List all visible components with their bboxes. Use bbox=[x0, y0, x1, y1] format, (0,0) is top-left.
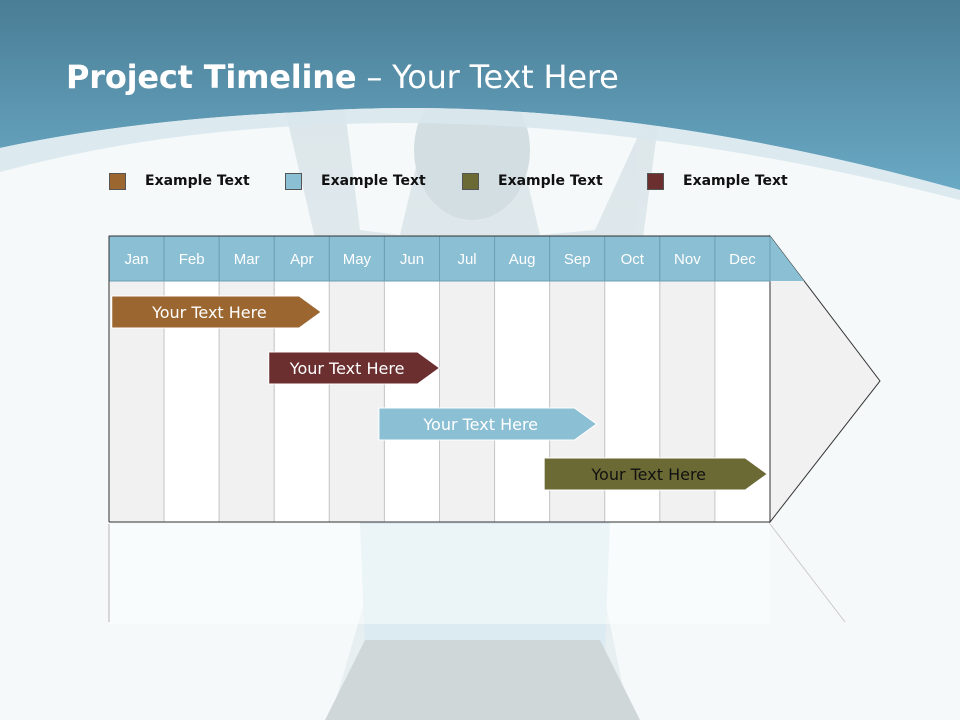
month-label: Dec bbox=[729, 251, 756, 268]
month-label: Nov bbox=[674, 251, 701, 268]
month-column bbox=[494, 280, 551, 523]
legend-label: Example Text bbox=[321, 173, 426, 189]
arrow-tip-header bbox=[770, 236, 805, 281]
legend-label: Example Text bbox=[145, 173, 250, 189]
legend-item: Example Text bbox=[462, 170, 603, 192]
month-label: Aug bbox=[509, 251, 536, 268]
task-bar: Your Text Here bbox=[268, 351, 441, 385]
month-header-cell bbox=[218, 235, 275, 282]
arrow-tip-body bbox=[769, 234, 881, 524]
timeline-arrow-tip bbox=[769, 234, 881, 524]
month-header-cell bbox=[659, 235, 716, 282]
task-bar: Your Text Here bbox=[111, 295, 322, 329]
task-bar-arrow bbox=[111, 295, 322, 329]
legend-swatch bbox=[109, 172, 126, 190]
legend-label: Example Text bbox=[683, 173, 788, 189]
month-label: Jul bbox=[457, 251, 476, 268]
month-header: Jan Feb Mar Apr May Jun Jul Aug Sep Oct Nov Dec bbox=[108, 235, 771, 523]
month-label: Oct bbox=[621, 251, 645, 268]
legend-swatch bbox=[285, 172, 302, 190]
reflection-panel bbox=[109, 524, 770, 624]
legend-swatch bbox=[647, 172, 664, 190]
legend-label: Example Text bbox=[498, 173, 603, 189]
month-label: Feb bbox=[179, 251, 205, 268]
month-label: Mar bbox=[234, 251, 260, 268]
task-bar: Your Text Here bbox=[378, 407, 598, 441]
task-bar-arrow bbox=[268, 351, 441, 385]
task-bar-arrow bbox=[543, 457, 769, 491]
month-column bbox=[439, 280, 496, 523]
legend-item: Example Text bbox=[285, 170, 426, 192]
month-column bbox=[383, 280, 440, 523]
month-label: Apr bbox=[290, 251, 313, 268]
month-header-cell bbox=[163, 235, 220, 282]
month-label: Jun bbox=[400, 251, 424, 268]
month-header-cell bbox=[714, 235, 771, 282]
task-bar-label: Your Text Here bbox=[422, 415, 538, 434]
month-label: Sep bbox=[564, 251, 591, 268]
month-label: May bbox=[343, 251, 372, 268]
task-bar-label: Your Text Here bbox=[289, 359, 405, 378]
legend-swatch bbox=[462, 172, 479, 190]
task-bar-arrow bbox=[378, 407, 598, 441]
month-header-cell bbox=[383, 235, 440, 282]
task-bar-label: Your Text Here bbox=[590, 465, 706, 484]
title-rest: – Your Text Here bbox=[356, 58, 619, 96]
title-bold: Project Timeline bbox=[66, 58, 357, 96]
month-label: Jan bbox=[124, 251, 148, 268]
month-column bbox=[328, 280, 385, 523]
task-bar-label: Your Text Here bbox=[151, 303, 267, 322]
legend-item: Example Text bbox=[647, 170, 788, 192]
slide-title: Project Timeline – Your Text Here bbox=[66, 58, 619, 96]
reflection-diagonal bbox=[769, 523, 846, 623]
legend-item: Example Text bbox=[109, 170, 250, 192]
task-bar: Your Text Here bbox=[543, 457, 769, 491]
timeline-reflection bbox=[108, 523, 846, 624]
